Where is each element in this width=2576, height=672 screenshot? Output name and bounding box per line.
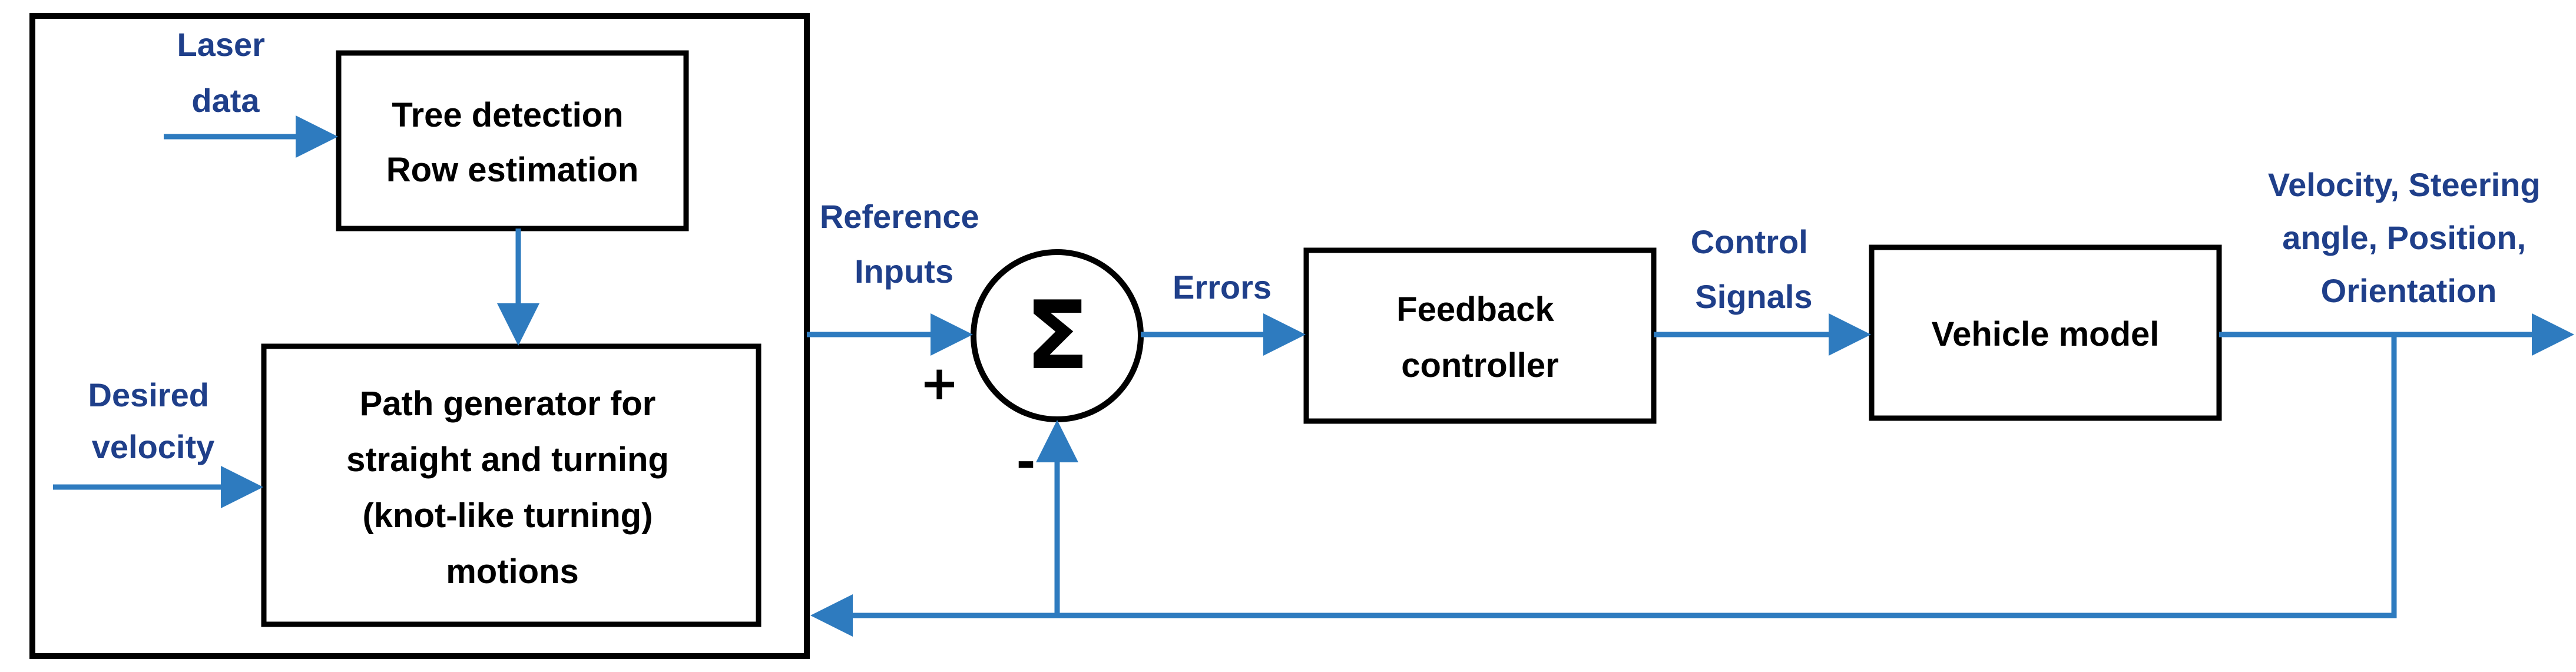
feedback-controller-label: Feedback controller [1396,290,1564,385]
plus-sign: + [919,356,959,411]
tree-detection-block [336,50,689,231]
minus-sign: - [1016,435,1035,489]
vehicle-model-block [1869,244,2222,421]
laser-data-label: Laser data [177,26,274,119]
control-signals-label: Control Signals [1691,223,1817,315]
vehicle-model-label: Vehicle model [1932,315,2160,353]
path-generator-label: Path generator for straight and turning … [346,385,678,591]
path-generator-block [261,343,761,627]
vehicle-outputs-label: Velocity, Steering angle, Position, Orie… [2268,166,2549,309]
feedback-loop-line [810,335,2397,637]
desired-velocity-label: Desired velocity [88,376,218,465]
reference-inputs-label: Reference Inputs [820,198,988,290]
feedback-controller-block [1303,247,1657,424]
sigma-symbol: Σ [1025,280,1089,390]
tree-detection-label: Tree detection Row estimation [386,96,639,189]
errors-label: Errors [1173,269,1272,306]
